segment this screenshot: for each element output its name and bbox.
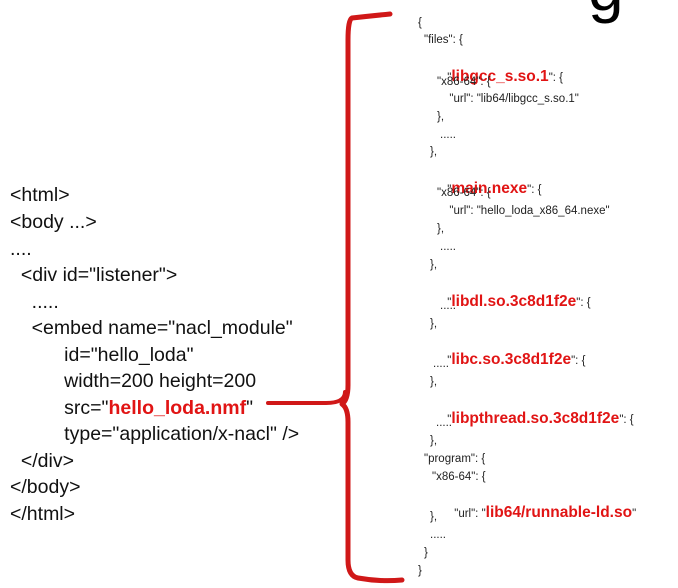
html-line: width=200 height=200	[10, 370, 257, 392]
html-line: </body>	[10, 476, 81, 498]
html-line: </div>	[10, 450, 74, 472]
json-line: },	[430, 318, 438, 330]
json-line: .....	[436, 417, 452, 429]
src-prefix: src="	[10, 397, 109, 419]
html-line: <embed name="nacl_module"	[10, 317, 293, 339]
json-line: },	[430, 511, 438, 523]
html-line: <div id="listener">	[10, 264, 178, 286]
manifest-entry-name: "libpthread.so.3c8d1f2e": {	[447, 410, 634, 427]
json-line: },	[437, 223, 445, 235]
html-line: </html>	[10, 503, 76, 525]
json-line: .....	[440, 300, 456, 312]
manifest-entry-name: "libgcc_s.so.1": {	[447, 68, 564, 85]
json-line: .....	[433, 358, 449, 370]
json-line: },	[430, 435, 438, 447]
json-line: "x86-64": {	[437, 76, 491, 88]
json-line: .....	[430, 529, 446, 541]
program-url-line: "url": "lib64/runnable-ld.so"	[454, 504, 637, 521]
json-line: "url": "lib64/libgcc_s.so.1"	[443, 93, 579, 105]
src-value-highlight: hello_loda.nmf	[108, 397, 247, 419]
json-close-brace: }	[418, 565, 422, 577]
json-line: .....	[440, 241, 456, 253]
html-line: .....	[10, 291, 59, 313]
json-line: "x86-64": {	[437, 187, 491, 199]
html-line: type="application/x-nacl" />	[10, 423, 300, 445]
program-url-highlight: lib64/runnable-ld.so	[485, 504, 633, 521]
json-line: "x86-64": {	[432, 471, 486, 483]
manifest-entry-name: "libdl.so.3c8d1f2e": {	[447, 293, 591, 310]
json-line: .....	[440, 129, 456, 141]
json-line: },	[430, 259, 438, 271]
manifest-entry-name: "libc.so.3c8d1f2e": {	[447, 351, 586, 368]
title-fragment: g	[588, 0, 624, 20]
connector-line	[266, 390, 347, 405]
html-line: <body ...>	[10, 211, 97, 233]
html-line: ....	[10, 238, 32, 260]
json-program-key: "program": {	[424, 453, 486, 465]
json-line: },	[430, 376, 438, 388]
json-line: "url": "hello_loda_x86_64.nexe"	[443, 205, 610, 217]
src-suffix: "	[246, 397, 254, 419]
html-line: <html>	[10, 184, 70, 206]
json-line: },	[437, 111, 445, 123]
json-line: },	[430, 146, 438, 158]
manifest-entry-name: "main.nexe": {	[447, 180, 542, 197]
right-curly-brace	[339, 11, 405, 584]
json-line: }	[424, 547, 428, 559]
json-files-key: "files": {	[424, 34, 463, 46]
src-line: src="hello_loda.nmf"	[10, 396, 253, 420]
json-open-brace: {	[418, 17, 422, 29]
html-line: id="hello_loda"	[10, 344, 194, 366]
